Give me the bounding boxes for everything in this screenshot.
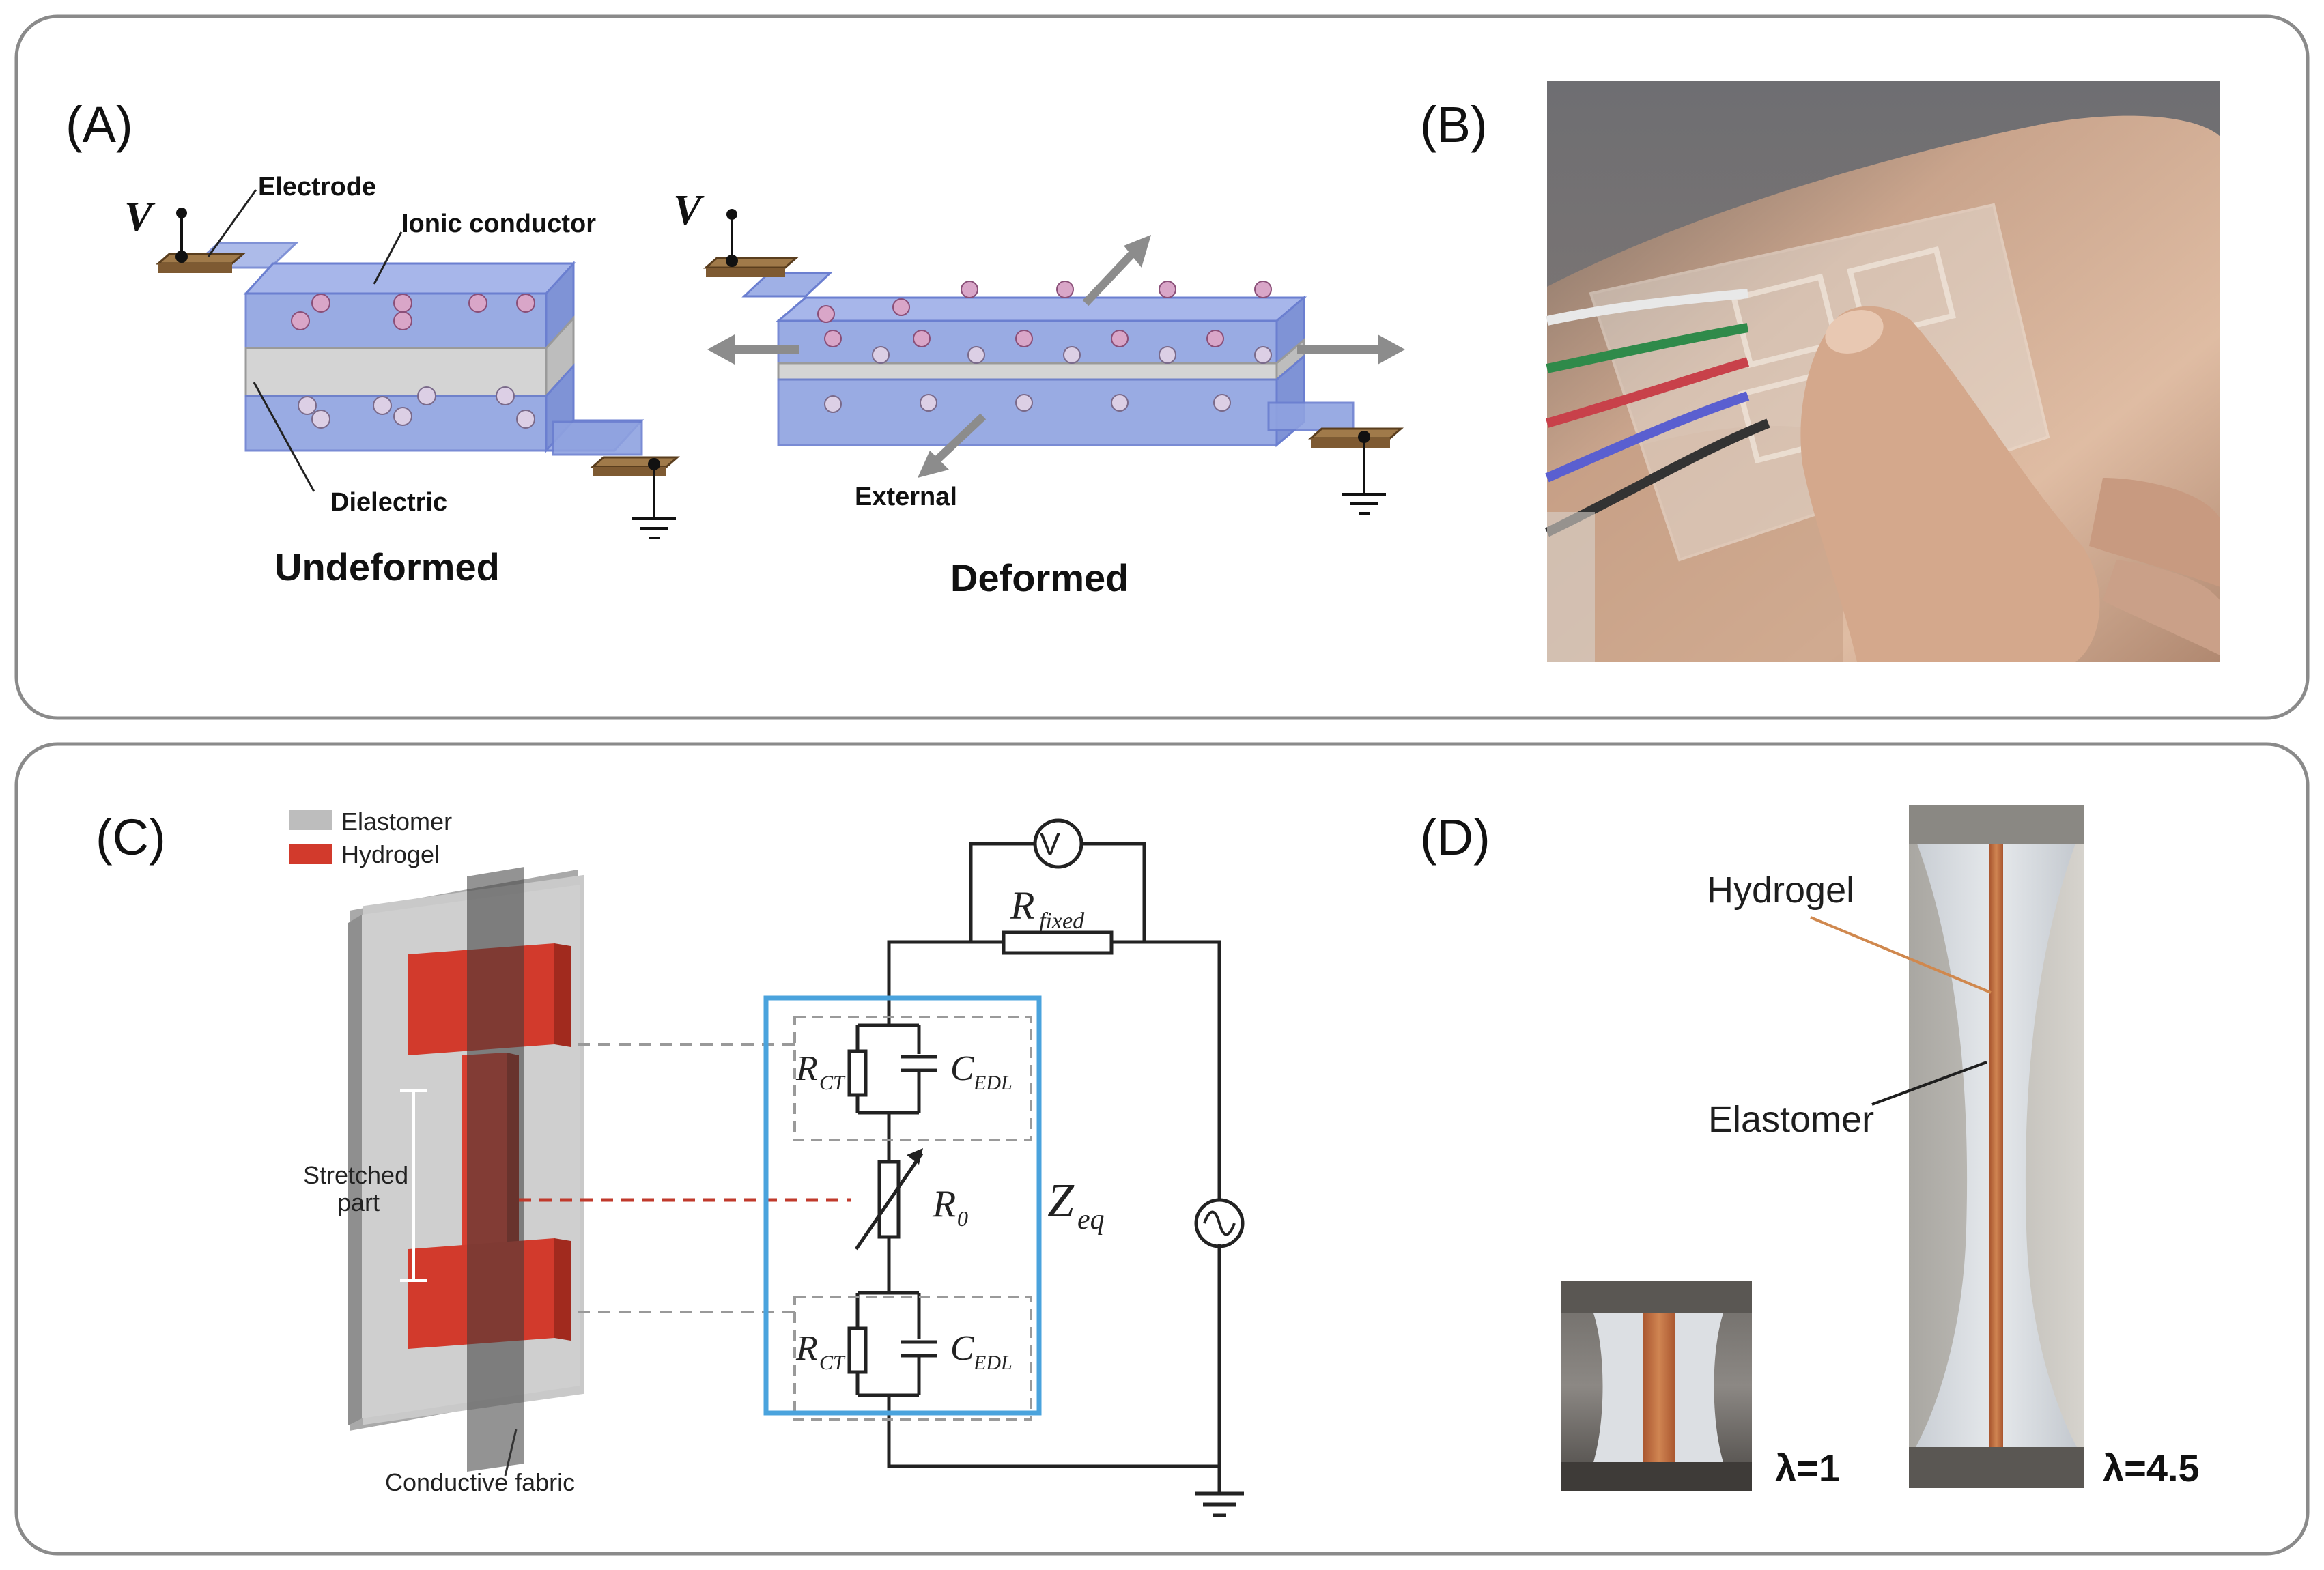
legend-elastomer-label: Elastomer — [341, 808, 452, 836]
conductive-fabric-label: Conductive fabric — [385, 1468, 575, 1496]
electrode-label: Electrode — [258, 173, 376, 201]
voltage-label-deformed: V — [673, 187, 705, 233]
r-ct-upper-subscript: CT — [819, 1072, 846, 1094]
voltmeter-symbol: V — [1040, 826, 1061, 861]
panel-d-label: (D) — [1420, 809, 1490, 866]
r-fixed-subscript: fixed — [1039, 909, 1085, 934]
deformed-device: V — [673, 187, 1405, 515]
r-ct-lower-label: R — [795, 1329, 818, 1368]
specimen-leaders — [1810, 916, 1992, 1106]
legend-hydrogel-label: Hydrogel — [341, 840, 440, 868]
voltage-label-undeformed: V — [124, 194, 156, 240]
stretched-part-label-1: Stretched — [303, 1161, 408, 1189]
hand-sensor-photo — [1544, 81, 2220, 662]
lambda-1-label: λ=1 — [1775, 1446, 1840, 1489]
stretched-part-label-2: part — [337, 1188, 380, 1216]
r0-subscript: 0 — [957, 1206, 968, 1231]
stretched-specimen-photo — [1909, 805, 2084, 1488]
bottom-panel-frame — [14, 742, 2310, 1556]
specimen-legend — [289, 810, 332, 864]
elastomer-label: Elastomer — [1708, 1099, 1874, 1140]
r-fixed-label: R — [1010, 883, 1034, 928]
panel-a-label: (A) — [66, 96, 133, 153]
zeq-label: Z — [1047, 1175, 1075, 1227]
ionic-conductor-label: Ionic conductor — [401, 210, 596, 238]
panel-c-label: (C) — [96, 809, 166, 866]
lambda-4-5-label: λ=4.5 — [2103, 1446, 2200, 1489]
undeformed-device: V — [124, 189, 680, 539]
c-edl-lower-subscript: EDL — [973, 1352, 1012, 1374]
r-ct-lower-subscript: CT — [819, 1352, 846, 1374]
c-edl-lower-label: C — [950, 1329, 975, 1368]
r0-label: R — [932, 1183, 956, 1225]
dielectric-label: Dielectric — [330, 488, 447, 517]
hydrogel-label: Hydrogel — [1707, 870, 1854, 911]
equivalent-circuit — [763, 818, 1245, 1517]
panel-b-label: (B) — [1420, 96, 1488, 153]
c-edl-upper-label: C — [950, 1049, 975, 1088]
zeq-subscript: eq — [1077, 1204, 1105, 1236]
c-edl-upper-subscript: EDL — [973, 1072, 1012, 1094]
external-label: External — [855, 483, 957, 511]
hydrogel-specimen — [348, 867, 851, 1476]
r-ct-upper-label: R — [795, 1049, 818, 1088]
undeformed-title: Undeformed — [274, 545, 500, 588]
top-panel-frame — [14, 14, 2310, 720]
deformed-title: Deformed — [950, 556, 1129, 599]
unstretched-specimen-photo — [1561, 1281, 1752, 1491]
